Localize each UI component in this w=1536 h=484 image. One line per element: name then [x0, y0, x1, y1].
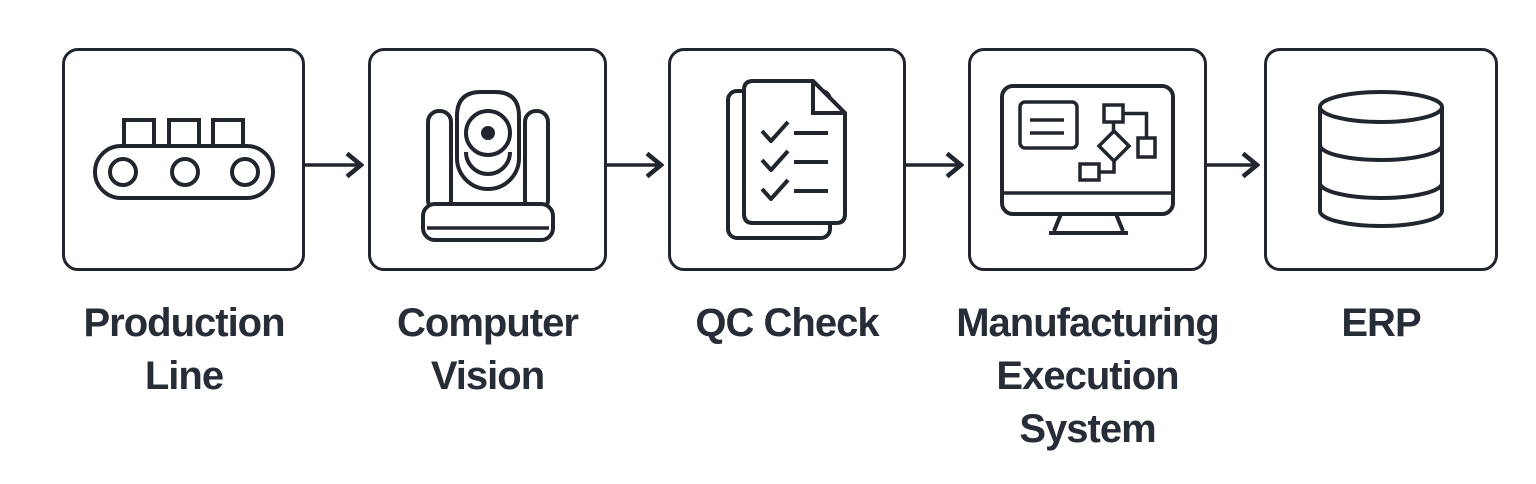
label-manufacturing-execution-system: Manufacturing Execution System — [956, 301, 1220, 451]
node-qc-check — [668, 48, 906, 271]
conveyor-belt-icon — [92, 117, 275, 200]
label-qc-check: QC Check — [695, 301, 879, 345]
arrow-qc-to-mes — [905, 151, 964, 179]
arrow-mes-to-erp — [1205, 151, 1260, 179]
label-production-line: Production Line — [83, 301, 285, 398]
ptz-camera-icon — [420, 89, 555, 242]
label-computer-vision: Computer Vision — [397, 301, 579, 398]
arrow-vision-to-qc — [606, 151, 664, 179]
arrow-production-to-vision — [304, 151, 364, 179]
node-computer-vision — [368, 48, 607, 271]
database-icon — [1318, 89, 1444, 228]
checklist-documents-icon — [726, 78, 847, 240]
node-manufacturing-execution-system — [968, 48, 1207, 271]
node-production-line — [62, 48, 305, 271]
node-erp — [1264, 48, 1498, 271]
label-erp: ERP — [1341, 301, 1421, 345]
monitor-workflow-icon — [1000, 83, 1175, 235]
